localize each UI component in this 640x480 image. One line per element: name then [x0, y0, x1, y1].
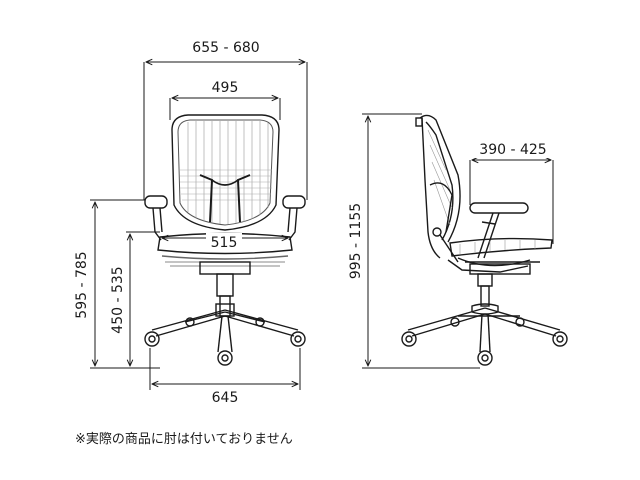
- side-mechanism: [469, 263, 531, 307]
- seat-width-label: 515: [211, 235, 238, 251]
- side-armrest: [469, 202, 529, 259]
- front-mechanism: [199, 261, 251, 317]
- footnote: ※実際の商品に肘は付いておりません: [75, 432, 293, 447]
- backrest-width-label: 495: [212, 80, 239, 96]
- seat-height-label: 450 - 535: [110, 266, 126, 333]
- side-dimension-lines: [362, 113, 554, 369]
- overall-width-label: 655 - 680: [192, 40, 259, 56]
- front-base: [151, 303, 299, 353]
- side-view-chair: [401, 114, 568, 366]
- side-back-frame: [429, 182, 459, 263]
- front-right-armrest: [282, 195, 306, 241]
- front-casters: [144, 317, 306, 366]
- front-dimension-lines: [90, 62, 308, 390]
- front-backrest: [171, 114, 280, 231]
- side-base: [407, 303, 561, 353]
- front-left-armrest: [144, 195, 168, 241]
- seat-depth-label: 390 - 425: [479, 142, 546, 158]
- overall-height-label: 995 - 1155: [348, 203, 364, 279]
- front-view-chair: [144, 114, 306, 366]
- side-backrest: [415, 114, 461, 259]
- side-casters: [401, 317, 568, 366]
- base-width-label: 645: [212, 390, 239, 406]
- armrest-height-label: 595 - 785: [74, 251, 90, 318]
- side-seat: [447, 237, 553, 273]
